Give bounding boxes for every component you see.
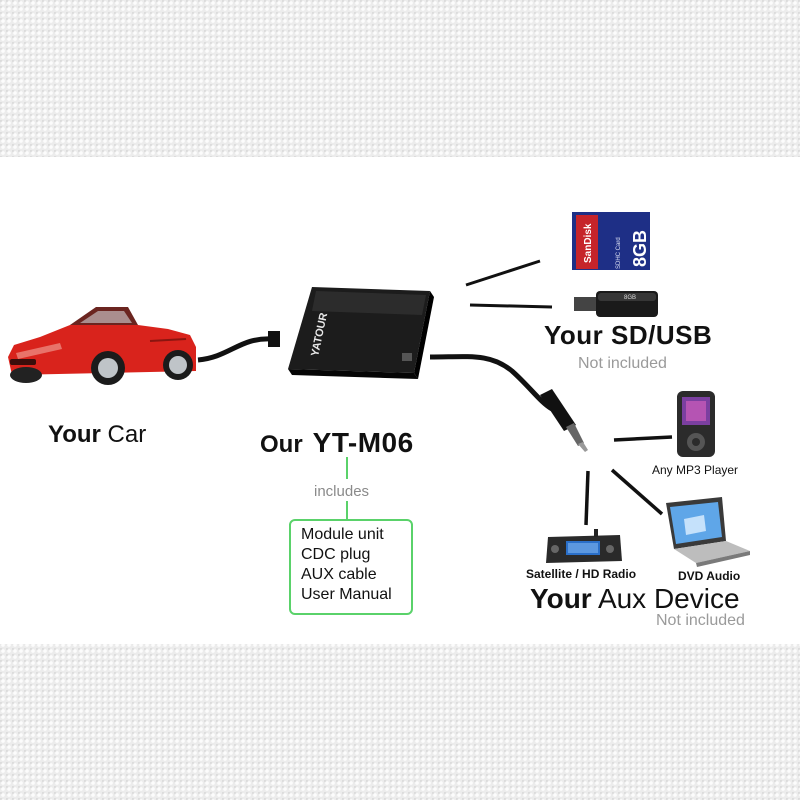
sd-card-icon: SanDisk 8GB SDHC Card	[572, 212, 650, 270]
usb-stick-icon: 8GB	[574, 291, 658, 317]
car-cable	[197, 336, 273, 363]
usb-capacity-text: 8GB	[624, 295, 636, 301]
mp3-player-label: Any MP3 Player	[652, 463, 739, 477]
package-item: User Manual	[301, 586, 392, 603]
radio-line	[584, 470, 590, 526]
sd-line	[465, 259, 541, 287]
sd-usb-note: Not included	[578, 355, 667, 372]
module-label-bold: Our	[260, 431, 303, 458]
includes-connector	[346, 457, 348, 519]
module-model-name: YT-M06	[312, 427, 414, 458]
package-item: CDC plug	[301, 546, 371, 563]
your-car-label: Your Car	[48, 421, 146, 449]
sd-usb-title: Your SD/USB	[544, 320, 713, 350]
aux-jack-icon	[540, 389, 588, 452]
aux-cable	[429, 354, 554, 412]
satellite-radio-label: Satellite / HD Radio	[526, 567, 637, 581]
dvd-audio-label: DVD Audio	[678, 569, 741, 583]
your-car-label-bold: Your	[48, 421, 101, 448]
includes-label: includes	[314, 483, 370, 500]
sd-brand-text: SanDisk	[583, 223, 594, 263]
module-label: Our YT-M06	[260, 427, 414, 459]
package-item: AUX cable	[301, 566, 377, 583]
sd-type-text: SDHC Card	[616, 237, 622, 269]
module-unit-icon: YATOUR	[288, 287, 434, 379]
car-cable-plug	[268, 331, 280, 347]
aux-device-title: Your Aux Device	[530, 583, 740, 615]
mp3-line	[613, 435, 673, 442]
aux-device-note: Not included	[656, 612, 745, 629]
connection-diagram: YATOUR SanDisk 8GB SDHC Card 8	[8, 212, 750, 567]
mp3-player-icon	[677, 391, 715, 457]
package-contents-box: Module unit CDC plug AUX cable User Manu…	[289, 519, 413, 615]
diagram-panel: YATOUR SanDisk 8GB SDHC Card 8	[0, 157, 800, 644]
car-icon	[8, 307, 196, 385]
your-car-label-rest: Car	[100, 421, 147, 448]
sd-capacity-text: 8GB	[630, 230, 650, 267]
aux-title-rest: Aux Device	[591, 583, 740, 614]
dvd-line	[610, 468, 664, 516]
dvd-player-icon	[666, 497, 750, 567]
package-item: Module unit	[301, 526, 384, 543]
usb-line	[469, 303, 553, 309]
aux-title-bold: Your	[530, 583, 592, 614]
satellite-radio-icon	[546, 529, 622, 563]
